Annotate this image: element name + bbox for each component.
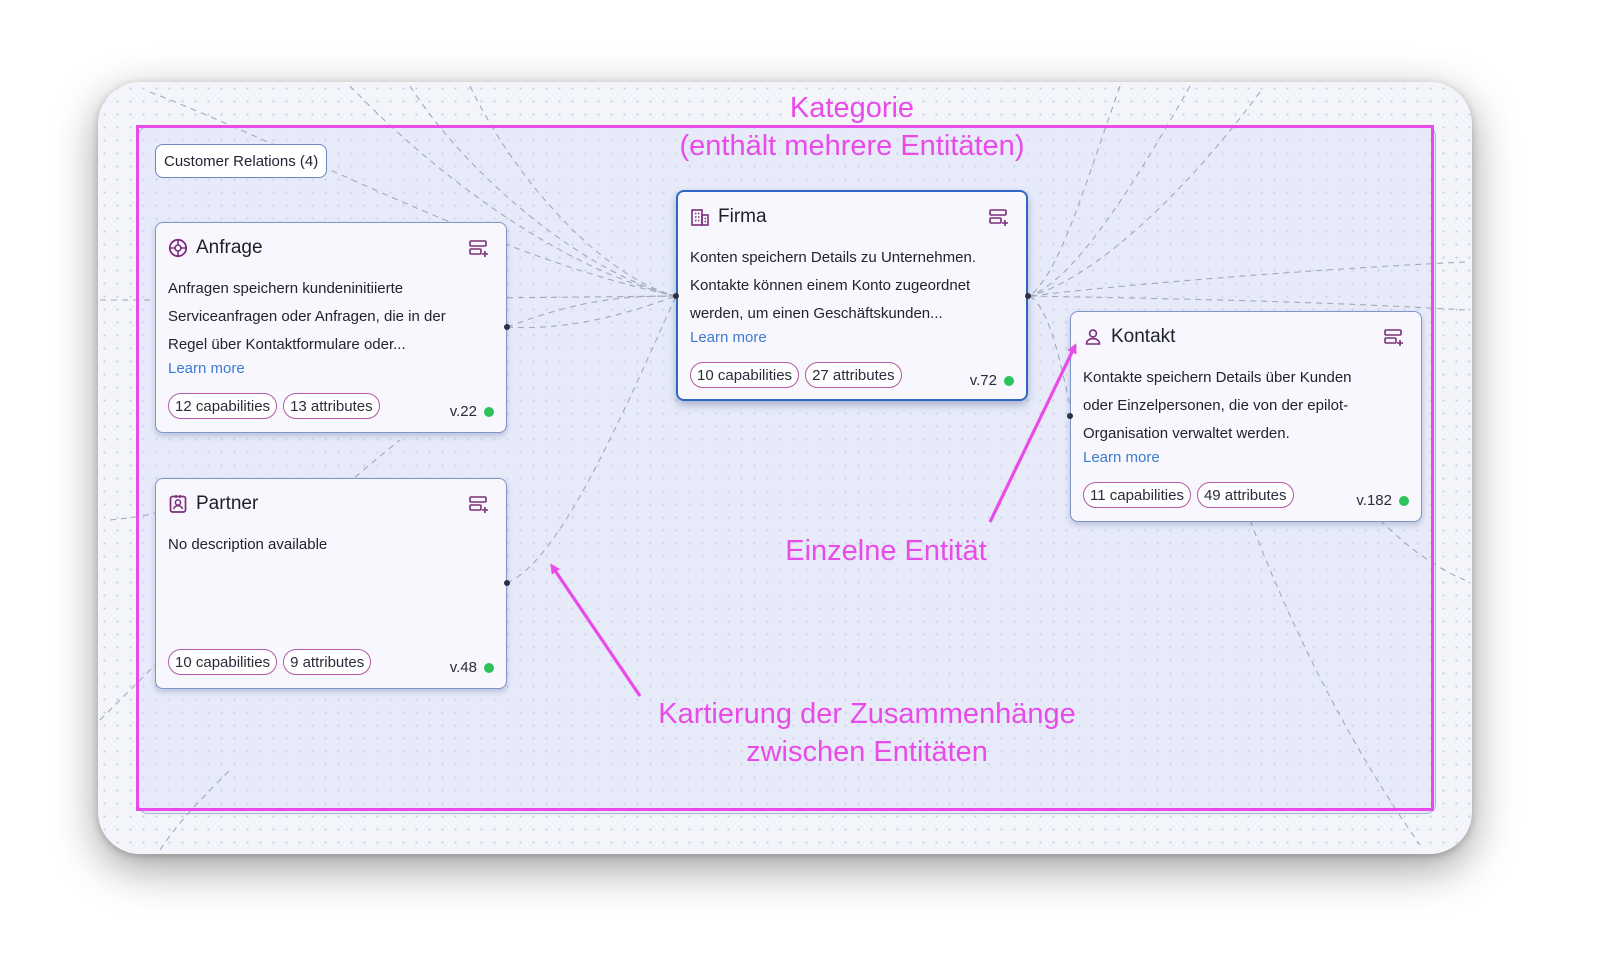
description-line: oder Einzelpersonen, die von der epilot- <box>1083 397 1349 414</box>
connection-handle[interactable] <box>1025 293 1031 299</box>
capabilities-badge[interactable]: 10 capabilities <box>690 362 800 388</box>
entity-title: Partner <box>196 493 259 514</box>
entity-title: Kontakt <box>1111 326 1176 347</box>
entity-card-anfrage[interactable]: Anfrage Anfragen speichern kundeninitiie… <box>155 222 507 433</box>
entity-menu-icon[interactable] <box>468 495 490 520</box>
connection-handle[interactable] <box>673 293 679 299</box>
description-line: Konten speichern Details zu Unternehmen. <box>690 249 976 266</box>
connection-handle[interactable] <box>504 324 510 330</box>
entity-menu-icon[interactable] <box>988 208 1010 233</box>
entity-card-kontakt[interactable]: Kontakt Kontakte speichern Details über … <box>1070 311 1422 522</box>
description-line: Regel über Kontaktformulare oder... <box>168 336 406 353</box>
annotation-kategorie: Kategorie (enthält mehrere Entitäten) <box>650 89 1054 165</box>
attributes-badge[interactable]: 9 attributes <box>283 649 372 675</box>
capabilities-badge[interactable]: 10 capabilities <box>168 649 278 675</box>
capabilities-badge[interactable]: 12 capabilities <box>168 393 278 419</box>
version-indicator: v.22 <box>450 403 494 420</box>
learn-more-link[interactable]: Learn more <box>690 329 767 346</box>
learn-more-link[interactable]: Learn more <box>1083 449 1160 466</box>
description-line: Serviceanfragen oder Anfragen, die in de… <box>168 308 446 325</box>
entity-title: Firma <box>718 206 767 227</box>
annotation-kartierung: Kartierung der Zusammenhänge zwischen En… <box>620 695 1114 771</box>
description-line: Kontakte speichern Details über Kunden <box>1083 369 1352 386</box>
capabilities-badge[interactable]: 11 capabilities <box>1083 482 1191 508</box>
entity-menu-icon[interactable] <box>468 239 490 264</box>
annotation-line: Kategorie <box>789 92 915 124</box>
building-icon <box>690 207 710 227</box>
entity-description: Kontakte speichern Details über Kunden o… <box>1083 364 1405 448</box>
annotation-line: Einzelne Entität <box>785 535 987 567</box>
annotation-line: (enthält mehrere Entitäten) <box>679 130 1025 162</box>
globe-icon <box>168 238 188 258</box>
category-highlight-outline <box>136 125 1434 811</box>
attributes-badge[interactable]: 49 attributes <box>1196 482 1294 508</box>
version-indicator: v.48 <box>450 659 494 676</box>
status-dot <box>484 406 494 417</box>
status-dot <box>484 662 494 673</box>
category-label[interactable]: Customer Relations (4) <box>155 144 328 178</box>
id-badge-icon <box>168 494 188 514</box>
entity-description: No description available <box>168 531 490 559</box>
category-label-text: Customer Relations (4) <box>164 152 319 170</box>
entity-title: Anfrage <box>196 237 263 258</box>
version-indicator: v.72 <box>970 372 1014 389</box>
annotation-line: zwischen Entitäten <box>746 736 988 768</box>
annotation-einzelne-entitaet: Einzelne Entität <box>760 532 1012 570</box>
connection-handle[interactable] <box>1067 413 1073 419</box>
connection-handle[interactable] <box>504 580 510 586</box>
version-indicator: v.182 <box>1356 492 1409 509</box>
person-icon <box>1083 327 1103 347</box>
entity-card-partner[interactable]: Partner No description available 10 capa… <box>155 478 507 689</box>
version-label: v.22 <box>449 403 477 420</box>
description-line: Anfragen speichern kundeninitiierte <box>168 280 404 297</box>
attributes-badge[interactable]: 27 attributes <box>805 362 902 388</box>
entity-description: Anfragen speichern kundeninitiierte Serv… <box>168 275 490 359</box>
entity-card-firma[interactable]: Firma Konten speichern Details zu Untern… <box>676 190 1028 401</box>
description-line: werden, um einen Geschäftskunden... <box>690 305 943 322</box>
status-dot <box>1004 375 1014 386</box>
description-line: Kontakte können einem Konto zugeordnet <box>690 277 971 294</box>
annotation-line: Kartierung der Zusammenhänge <box>658 698 1076 730</box>
description-line: No description available <box>168 536 328 553</box>
attributes-badge[interactable]: 13 attributes <box>283 393 380 419</box>
status-dot <box>1399 495 1409 506</box>
description-line: Organisation verwaltet werden. <box>1083 425 1290 442</box>
entity-description: Konten speichern Details zu Unternehmen.… <box>690 244 1010 328</box>
version-label: v.182 <box>1356 492 1392 509</box>
learn-more-link[interactable]: Learn more <box>168 360 245 377</box>
version-label: v.48 <box>449 659 477 676</box>
entity-menu-icon[interactable] <box>1383 328 1405 353</box>
version-label: v.72 <box>969 372 997 389</box>
